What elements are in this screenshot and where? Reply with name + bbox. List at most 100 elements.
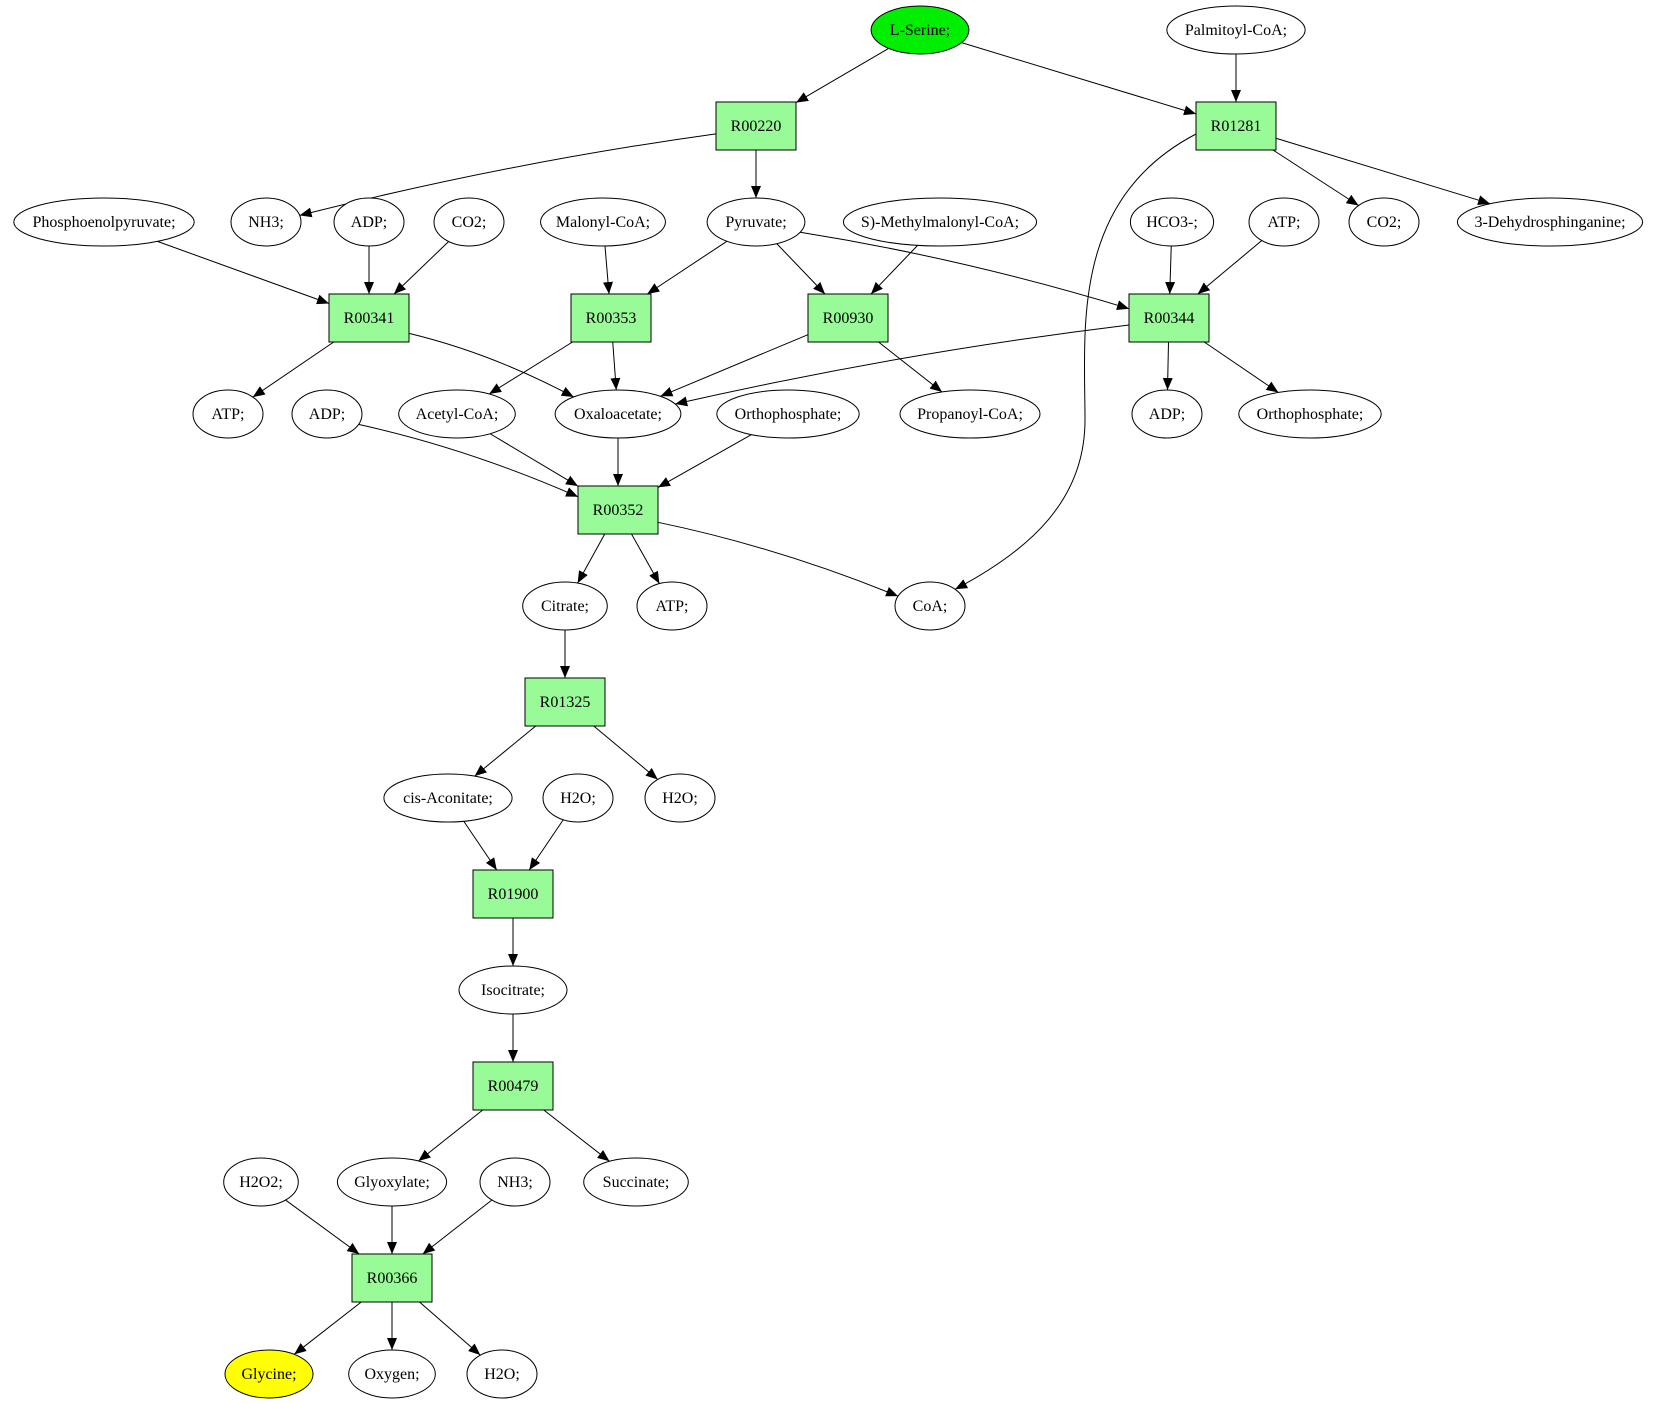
node-label: CO2; bbox=[452, 214, 487, 231]
compound-node-h2o_c[interactable]: H2O; bbox=[466, 1349, 538, 1399]
node-label: ATP; bbox=[1268, 214, 1301, 231]
compound-node-oxalo[interactable]: Oxaloacetate; bbox=[554, 389, 682, 439]
node-shape bbox=[224, 1349, 314, 1399]
edge-atp_a-to-R00344 bbox=[1197, 240, 1263, 295]
node-shape bbox=[577, 485, 659, 535]
node-label: R00341 bbox=[344, 310, 395, 327]
edge-adp_b-to-R00352 bbox=[358, 423, 579, 498]
node-shape bbox=[336, 1157, 448, 1207]
node-label: ADP; bbox=[1149, 406, 1185, 423]
reaction-node-R00353[interactable]: R00353 bbox=[570, 293, 652, 343]
node-shape bbox=[583, 1157, 689, 1207]
compound-node-co2_a[interactable]: CO2; bbox=[433, 197, 505, 247]
edge-R00353-to-oxalo bbox=[610, 341, 621, 391]
compound-node-coa[interactable]: CoA; bbox=[894, 581, 966, 631]
node-label: Glyoxylate; bbox=[354, 1174, 430, 1191]
edge-ortho_a-to-R00352 bbox=[657, 434, 752, 488]
node-shape bbox=[706, 197, 806, 247]
node-shape bbox=[223, 1157, 299, 1207]
reaction-node-R00352[interactable]: R00352 bbox=[577, 485, 659, 535]
node-label: Pyruvate; bbox=[725, 214, 786, 231]
node-shape bbox=[433, 197, 505, 247]
node-label: Succinate; bbox=[603, 1174, 670, 1191]
node-shape bbox=[351, 1253, 433, 1303]
compound-node-h2o2[interactable]: H2O2; bbox=[223, 1157, 299, 1207]
compound-node-pyruvate[interactable]: Pyruvate; bbox=[706, 197, 806, 247]
compound-node-isocitrate[interactable]: Isocitrate; bbox=[458, 965, 568, 1015]
edge-h2o_a-to-R01900 bbox=[528, 819, 564, 871]
node-shape bbox=[570, 293, 652, 343]
compound-node-atp_a[interactable]: ATP; bbox=[1248, 197, 1320, 247]
compound-node-dehydro[interactable]: 3-Dehydrosphinganine; bbox=[1456, 197, 1644, 247]
edge-nh3_b-to-R00366 bbox=[422, 1199, 493, 1255]
edge-R01281-to-dehydro bbox=[1275, 137, 1491, 205]
reaction-node-R00341[interactable]: R00341 bbox=[328, 293, 410, 343]
node-shape bbox=[636, 581, 708, 631]
reaction-node-R00930[interactable]: R00930 bbox=[807, 293, 889, 343]
compound-node-ortho_b[interactable]: Orthophosphate; bbox=[1238, 389, 1382, 439]
edge-R00352-to-atp_c bbox=[631, 533, 660, 584]
node-shape bbox=[383, 773, 513, 823]
compound-node-atp_c[interactable]: ATP; bbox=[636, 581, 708, 631]
reaction-node-R00344[interactable]: R00344 bbox=[1128, 293, 1210, 343]
compound-node-h2o_b[interactable]: H2O; bbox=[644, 773, 716, 823]
compound-node-pep[interactable]: Phosphoenolpyruvate; bbox=[13, 197, 195, 247]
reaction-node-R01325[interactable]: R01325 bbox=[524, 677, 606, 727]
compound-node-acetyl[interactable]: Acetyl-CoA; bbox=[398, 389, 516, 439]
edge-R00353-to-acetyl bbox=[488, 341, 573, 395]
edge-pyruvate-to-R00344 bbox=[800, 231, 1130, 310]
node-label: Propanoyl-CoA; bbox=[917, 406, 1023, 423]
node-label: Glycine; bbox=[241, 1366, 296, 1383]
compound-node-lserine[interactable]: L-Serine; bbox=[870, 5, 970, 55]
compound-node-palmitoyl[interactable]: Palmitoyl-CoA; bbox=[1166, 5, 1306, 55]
node-shape bbox=[1238, 389, 1382, 439]
node-label: S)-Methylmalonyl-CoA; bbox=[861, 214, 1019, 231]
node-label: R01325 bbox=[540, 694, 591, 711]
node-shape bbox=[522, 581, 608, 631]
node-label: R00220 bbox=[731, 118, 782, 135]
node-shape bbox=[542, 773, 614, 823]
compound-node-glyoxylate[interactable]: Glyoxylate; bbox=[336, 1157, 448, 1207]
compound-node-h2o_a[interactable]: H2O; bbox=[542, 773, 614, 823]
reaction-node-R00220[interactable]: R00220 bbox=[715, 101, 797, 151]
edge-R00341-to-atp_b bbox=[252, 341, 335, 398]
node-shape bbox=[1166, 5, 1306, 55]
compound-node-oxygen[interactable]: Oxygen; bbox=[348, 1349, 436, 1399]
compound-node-cisacon[interactable]: cis-Aconitate; bbox=[383, 773, 513, 823]
compound-node-smethyl[interactable]: S)-Methylmalonyl-CoA; bbox=[842, 197, 1038, 247]
node-shape bbox=[540, 197, 666, 247]
reaction-node-R01900[interactable]: R01900 bbox=[472, 869, 554, 919]
node-label: CO2; bbox=[1367, 214, 1402, 231]
node-shape bbox=[472, 869, 554, 919]
edge-hco3-to-R00344 bbox=[1165, 245, 1176, 295]
compound-node-adp_c[interactable]: ADP; bbox=[1131, 389, 1203, 439]
nodes-layer: L-Serine; Palmitoyl-CoA; R00220 R01281Phosp… bbox=[13, 5, 1644, 1399]
compound-node-glycine[interactable]: Glycine; bbox=[224, 1349, 314, 1399]
compound-node-ortho_a[interactable]: Orthophosphate; bbox=[716, 389, 860, 439]
compound-node-adp_a[interactable]: ADP; bbox=[333, 197, 405, 247]
compound-node-malonyl[interactable]: Malonyl-CoA; bbox=[540, 197, 666, 247]
compound-node-citrate[interactable]: Citrate; bbox=[522, 581, 608, 631]
edge-R00344-to-adp_c bbox=[1162, 341, 1173, 391]
compound-node-atp_b[interactable]: ATP; bbox=[192, 389, 264, 439]
reaction-node-R00366[interactable]: R00366 bbox=[351, 1253, 433, 1303]
compound-node-nh3_a[interactable]: NH3; bbox=[230, 197, 302, 247]
compound-node-succinate[interactable]: Succinate; bbox=[583, 1157, 689, 1207]
compound-node-adp_b[interactable]: ADP; bbox=[291, 389, 363, 439]
node-shape bbox=[1348, 197, 1420, 247]
reaction-node-R01281[interactable]: R01281 bbox=[1195, 101, 1277, 151]
compound-node-hco3[interactable]: HCO3-; bbox=[1129, 197, 1215, 247]
node-shape bbox=[230, 197, 302, 247]
edge-R01325-to-cisacon bbox=[474, 725, 537, 777]
edge-R00930-to-oxalo bbox=[660, 334, 809, 397]
edge-R00341-to-oxalo bbox=[408, 332, 574, 398]
compound-node-nh3_b[interactable]: NH3; bbox=[479, 1157, 551, 1207]
reaction-node-R00479[interactable]: R00479 bbox=[472, 1061, 554, 1111]
edge-R00352-to-coa bbox=[657, 521, 899, 597]
node-shape bbox=[348, 1349, 436, 1399]
node-shape bbox=[1129, 197, 1215, 247]
compound-node-propanoyl[interactable]: Propanoyl-CoA; bbox=[899, 389, 1041, 439]
edge-R00479-to-glyoxylate bbox=[418, 1109, 484, 1162]
compound-node-co2_b[interactable]: CO2; bbox=[1348, 197, 1420, 247]
